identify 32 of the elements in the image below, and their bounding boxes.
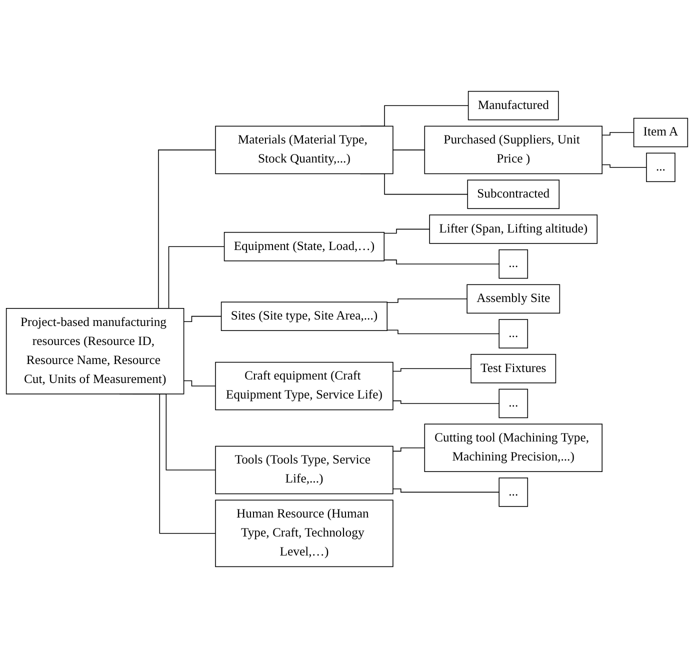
node-box xyxy=(215,362,394,410)
connector xyxy=(392,400,500,404)
connector xyxy=(392,368,472,372)
node-box xyxy=(633,118,688,148)
node-box xyxy=(470,354,556,384)
node-box xyxy=(220,302,388,331)
node-box xyxy=(466,284,560,314)
node-box xyxy=(498,249,528,279)
node-box xyxy=(429,214,598,244)
connector xyxy=(392,447,426,452)
node-box xyxy=(498,319,528,348)
node-box xyxy=(6,308,184,394)
node-box xyxy=(468,90,559,120)
connector xyxy=(183,316,222,322)
connector xyxy=(386,298,468,303)
node-box xyxy=(498,478,528,507)
node-box xyxy=(498,388,528,418)
node-box xyxy=(224,232,385,262)
node-box xyxy=(215,126,394,174)
connector xyxy=(602,132,634,136)
connector xyxy=(392,488,500,493)
connector xyxy=(384,228,430,234)
node-box xyxy=(215,500,394,568)
connector xyxy=(602,164,647,168)
connector xyxy=(183,380,216,386)
node-box xyxy=(215,446,394,494)
node-box xyxy=(424,126,602,174)
connector xyxy=(384,260,500,264)
node-box xyxy=(467,180,560,209)
connector xyxy=(386,330,500,334)
node-box xyxy=(646,152,676,182)
node-box xyxy=(424,424,602,472)
